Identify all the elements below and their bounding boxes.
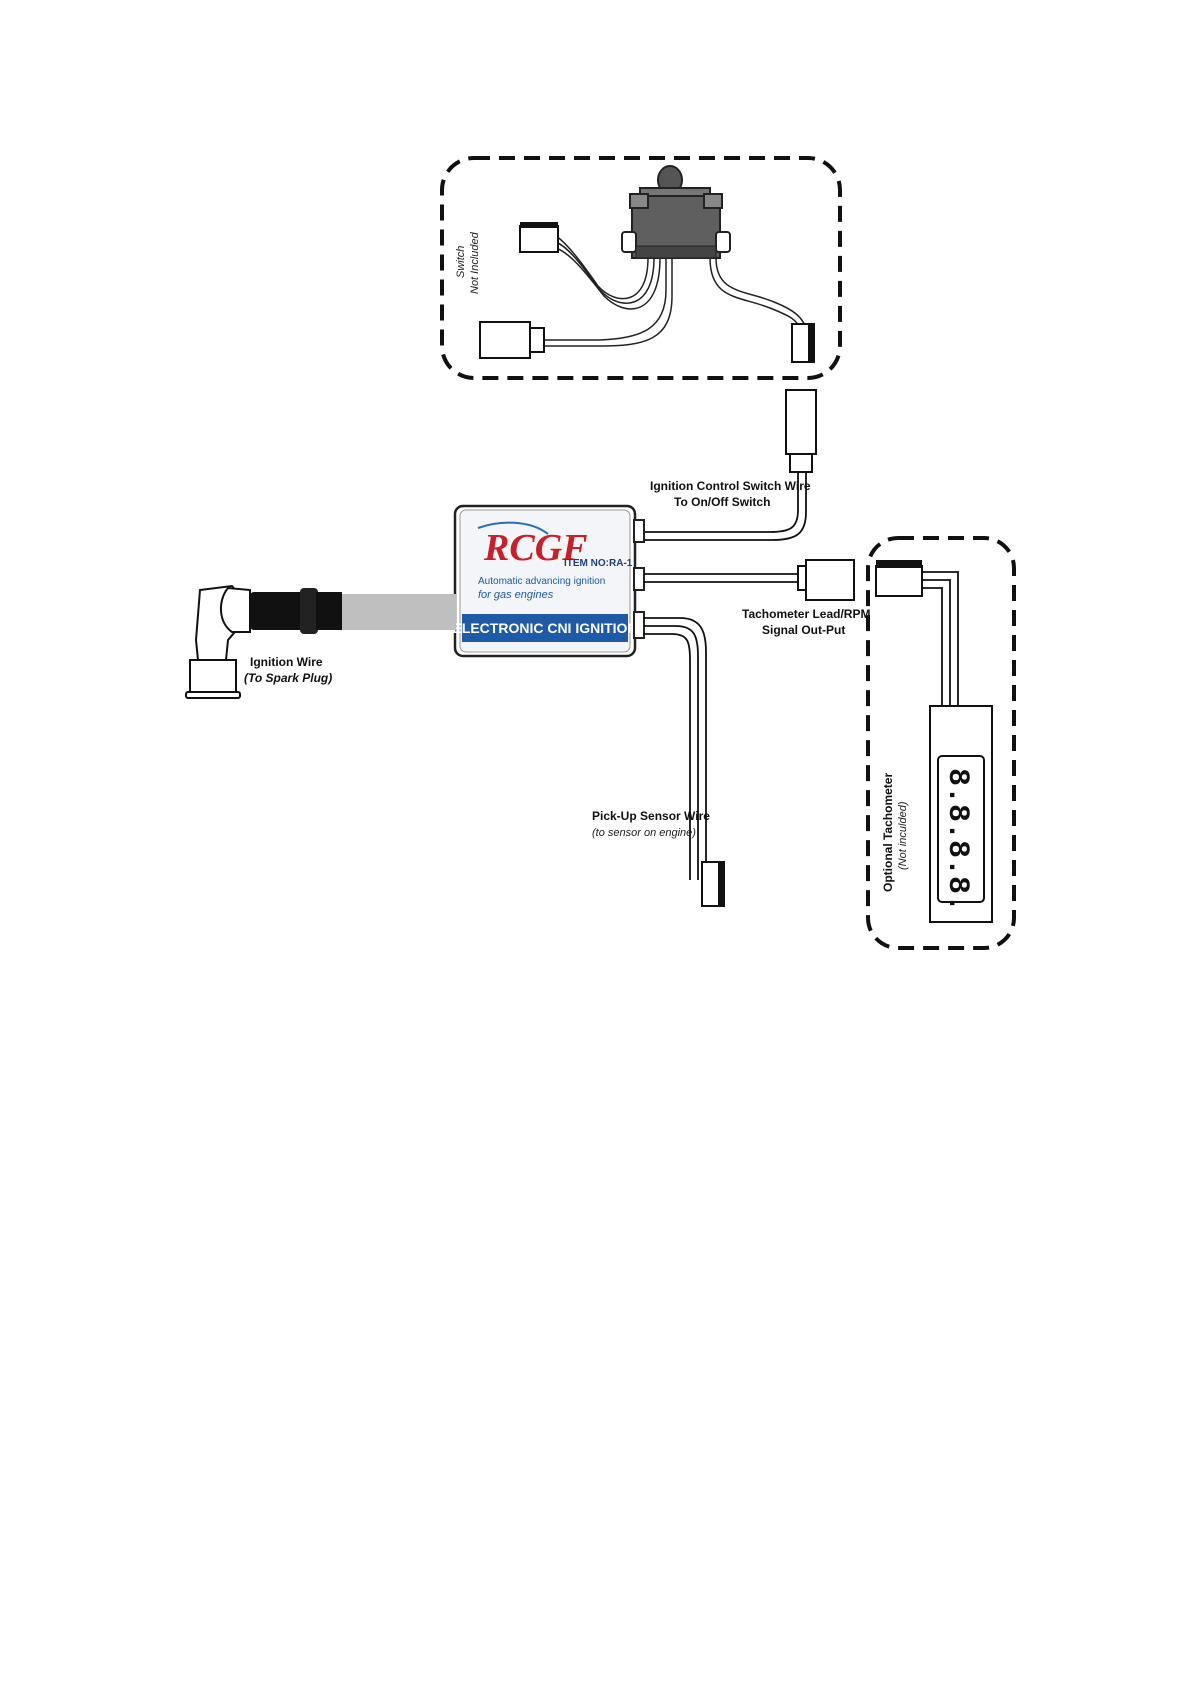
switch-group: Switch Not Included xyxy=(440,156,842,380)
ignition-wire-label-1: Ignition Wire xyxy=(250,655,323,669)
pickup-sensor-wire: Pick-Up Sensor Wire (to sensor on engine… xyxy=(592,617,725,907)
switch-note: Not Included xyxy=(469,231,481,294)
ignition-wire: Ignition Wire (To Spark Plug) xyxy=(185,584,456,699)
ignition-wire-lead xyxy=(340,594,456,630)
switch-connector-large xyxy=(479,321,545,359)
tachometer-note: (Not inculded) xyxy=(897,801,909,870)
ignition-module: RCGF ITEM NO:RA-1 Automatic advancing ig… xyxy=(452,504,645,658)
ignition-control-connector xyxy=(785,389,817,455)
tachometer-display-icon: 8.8.8.8. xyxy=(929,705,993,923)
tachometer-lead-label-2: Signal Out-Put xyxy=(762,623,845,637)
module-item-no: ITEM NO:RA-1 xyxy=(564,558,633,569)
tachometer-title: Optional Tachometer xyxy=(881,773,895,892)
module-banner-text: ELECTRONIC CNI IGNITION xyxy=(452,620,637,636)
tachometer-lead-connector xyxy=(805,559,855,601)
tachometer-lead: Tachometer Lead/RPM Signal Out-Put xyxy=(644,559,870,637)
switch-wires xyxy=(540,235,807,347)
module-desc-2: for gas engines xyxy=(478,589,554,601)
switch-icon xyxy=(621,165,731,259)
ignition-wire-label-2: (To Spark Plug) xyxy=(244,671,332,685)
switch-dashed-box xyxy=(440,156,842,380)
tachometer-input-connector xyxy=(875,565,923,597)
tachometer-lead-label-1: Tachometer Lead/RPM xyxy=(742,607,870,621)
ignition-control-wire: Ignition Control Switch Wire To On/Off S… xyxy=(642,389,817,541)
tachometer-group: 8.8.8.8. Optional Tachometer (Not inculd… xyxy=(866,536,1016,950)
tachometer-display-digits: 8.8.8.8. xyxy=(940,768,974,912)
switch-connector-right xyxy=(791,323,815,363)
spark-plug-cap-icon xyxy=(185,584,251,699)
switch-connector-small xyxy=(519,222,559,253)
module-banner xyxy=(462,614,628,642)
pickup-sensor-label-2: (to sensor on engine) xyxy=(592,827,696,839)
tachometer-dashed-box xyxy=(866,536,1016,950)
module-brand: RCGF xyxy=(483,527,587,569)
ignition-control-label-1: Ignition Control Switch Wire xyxy=(650,479,811,493)
pickup-sensor-label-1: Pick-Up Sensor Wire xyxy=(592,809,710,823)
module-desc-1: Automatic advancing ignition xyxy=(478,576,605,587)
switch-label: Switch xyxy=(455,246,467,278)
ignition-control-label-2: To On/Off Switch xyxy=(674,495,770,509)
